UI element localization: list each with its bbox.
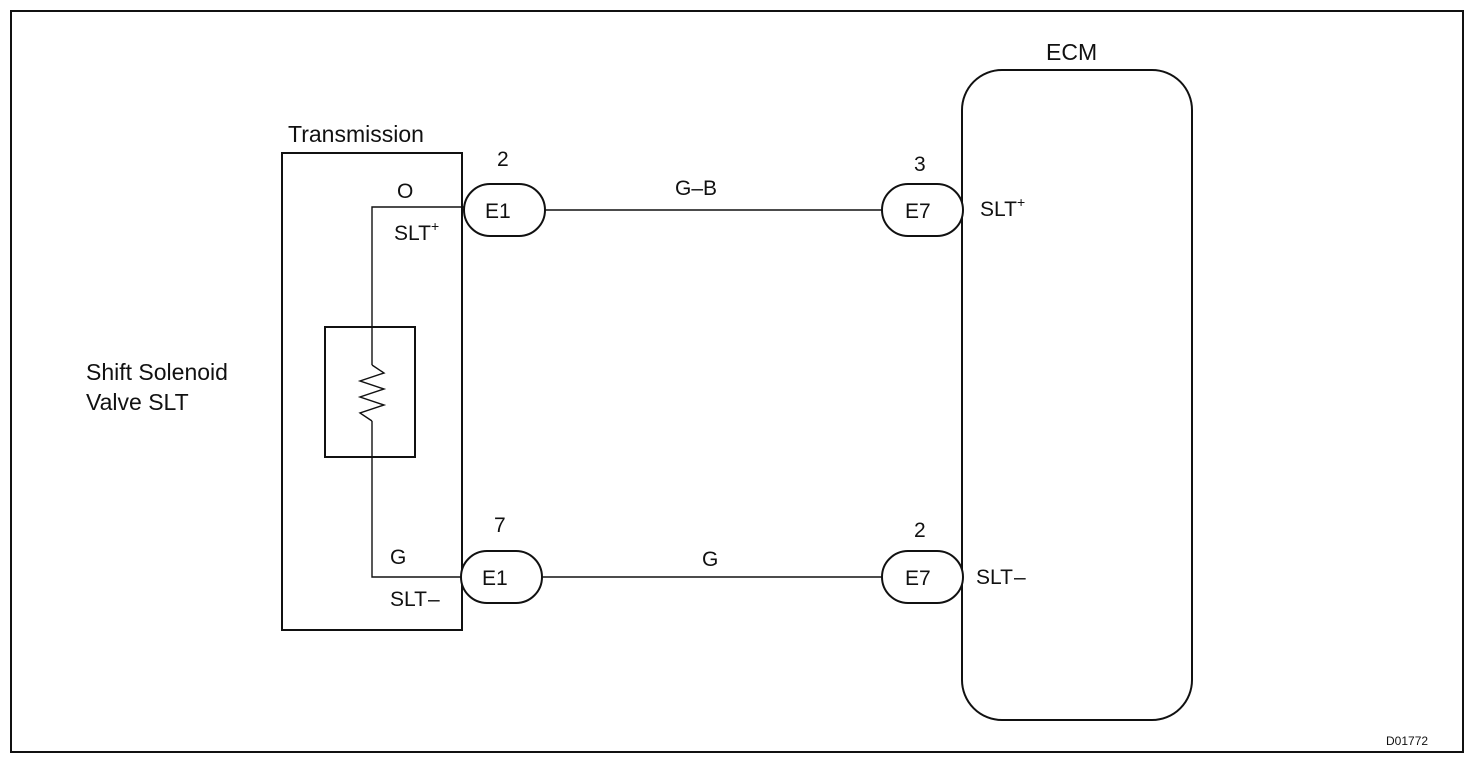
connector-e7-top-code: E7 (905, 200, 931, 223)
internal-wire-top (371, 206, 467, 365)
connector-e7-top-pin: 3 (914, 153, 926, 176)
connector-e7-bottom (881, 550, 964, 604)
connector-e1-top-pin: 2 (497, 148, 509, 171)
diagram-frame (10, 10, 1464, 753)
terminal-top-name: SLT+ (394, 218, 439, 245)
transmission-title: Transmission (288, 121, 424, 147)
connector-e1-bottom (460, 550, 543, 604)
terminal-bottom-name: SLT– (390, 588, 440, 611)
terminal-top-wire-color: O (397, 180, 413, 203)
solenoid-label-line1: Shift Solenoid (86, 359, 228, 385)
transmission-box (281, 152, 463, 631)
connector-e1-bottom-pin: 7 (494, 514, 506, 537)
ecm-box (961, 69, 1193, 721)
ecm-title: ECM (1046, 39, 1097, 65)
solenoid-coil-symbol (357, 364, 387, 422)
wire-top-color: G–B (675, 177, 717, 200)
connector-e7-bottom-pin: 2 (914, 519, 926, 542)
internal-wire-bottom (371, 421, 467, 578)
wire-bottom-color: G (702, 548, 718, 571)
connector-e7-bottom-code: E7 (905, 567, 931, 590)
connector-e1-bottom-code: E1 (482, 567, 508, 590)
connector-e7-top (881, 183, 964, 237)
solenoid-box (324, 326, 416, 458)
solenoid-label-line2: Valve SLT (86, 389, 189, 415)
connector-e1-top-code: E1 (485, 200, 511, 223)
figure-code: D01772 (1386, 734, 1428, 748)
terminal-bottom-wire-color: G (390, 546, 406, 569)
ecm-terminal-bottom: SLT– (976, 566, 1026, 589)
connector-e1-top (463, 183, 546, 237)
ecm-terminal-top: SLT+ (980, 194, 1025, 221)
